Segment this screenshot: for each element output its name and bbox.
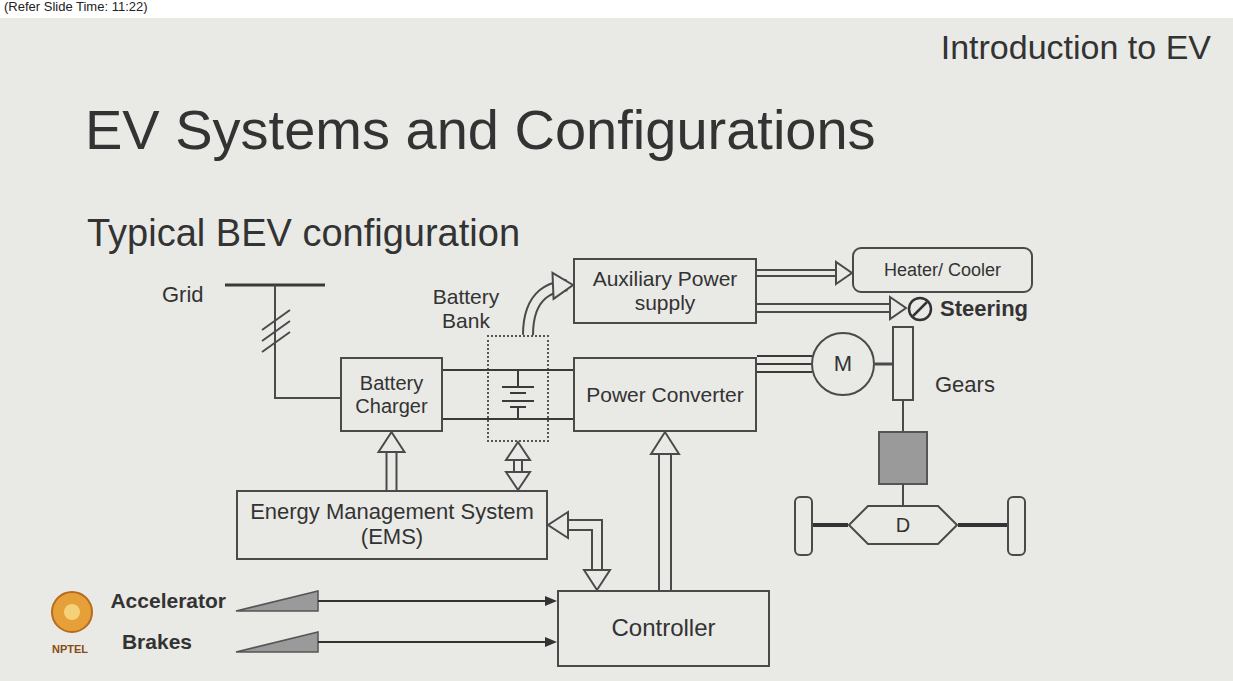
battery-wire — [517, 370, 519, 387]
steering-icon — [909, 298, 931, 320]
section-heading: Introduction to EV — [941, 28, 1211, 67]
steering-label: Steering — [940, 296, 1028, 321]
wire — [549, 418, 573, 420]
connector — [443, 370, 487, 419]
wire — [757, 363, 811, 365]
arrow-shaft-fill — [565, 525, 597, 573]
connector — [549, 370, 573, 419]
drive-shaft — [902, 484, 904, 505]
axle — [812, 523, 848, 527]
wire — [443, 369, 487, 371]
steering-arrow — [756, 305, 893, 311]
signal-arrow — [318, 600, 547, 602]
supply-box: Auxiliary Power supply — [573, 258, 757, 324]
grid-label: Grid — [162, 282, 204, 307]
node-text: D — [896, 514, 910, 536]
connector — [506, 442, 530, 490]
axle — [958, 523, 1008, 527]
arrow-head — [651, 432, 679, 454]
phase-slash — [262, 310, 290, 330]
node-text: Battery Charger — [345, 372, 438, 417]
phase-slash — [262, 332, 290, 352]
steering-arrow — [757, 303, 892, 313]
arrow-head — [545, 596, 557, 606]
converter-box: Power Converter — [573, 357, 757, 432]
differential-hexagon: D — [848, 505, 958, 545]
logo-text: NPTEL — [52, 643, 88, 656]
connector — [756, 262, 853, 284]
node-text: Energy Management System (EMS) — [241, 500, 543, 549]
arrow-head — [545, 637, 557, 647]
gear-box — [879, 432, 927, 484]
subtitle: Typical BEV configuration — [87, 212, 520, 256]
slide-time-note: (Refer Slide Time: 11:22) — [4, 0, 148, 15]
controller-box: Controller — [557, 590, 770, 667]
arrow-head — [552, 273, 573, 299]
ems-box: Energy Management System (EMS) — [236, 490, 548, 560]
pedal-wedge — [236, 591, 318, 611]
connector — [379, 432, 405, 492]
motor-circle: M — [811, 332, 875, 396]
connector — [548, 512, 610, 590]
wire — [443, 418, 487, 420]
caption-strip — [0, 0, 1233, 18]
battery-wire — [487, 418, 549, 420]
arrow-shaft-fill — [756, 271, 840, 275]
phase-slash — [262, 321, 290, 341]
wheel — [1008, 497, 1025, 555]
node-text: Controller — [611, 615, 715, 642]
wire — [549, 369, 573, 371]
logo — [52, 592, 92, 632]
arrow-shaft-outline — [565, 525, 597, 573]
node-text: Battery Bank — [426, 285, 506, 333]
battery-wire — [517, 407, 519, 419]
signal-arrow — [318, 641, 547, 643]
wire — [757, 355, 812, 357]
connector — [651, 432, 679, 592]
arrow-head — [506, 442, 530, 460]
battery-wire — [502, 400, 534, 402]
logo — [64, 604, 80, 620]
battery-bank: Battery Bank — [487, 335, 549, 442]
node-text: Power Converter — [586, 383, 744, 407]
load-box: Heater/ Cooler — [852, 247, 1033, 293]
connector — [757, 356, 812, 372]
connector — [528, 273, 573, 337]
node-text: M — [834, 352, 852, 377]
gears-label: Gears — [935, 372, 995, 397]
battery-wire — [510, 392, 526, 394]
gear — [893, 327, 913, 400]
motor-shaft — [875, 363, 893, 366]
hexagon-outline — [849, 506, 957, 544]
pedal-wedge — [236, 632, 318, 652]
steering-icon — [913, 302, 927, 316]
node-text: Auxiliary Power supply — [578, 267, 752, 314]
arrow-head — [836, 262, 852, 284]
arrow-shaft-fill — [388, 449, 396, 492]
charger-box: Battery Charger — [340, 357, 443, 432]
arrow-head — [548, 512, 568, 538]
arrow-head — [890, 297, 906, 319]
arrow-head — [379, 432, 405, 452]
battery-wire — [502, 386, 534, 388]
arrow-head — [584, 570, 610, 590]
arrow-shaft-fill — [660, 451, 670, 592]
wire — [757, 371, 812, 373]
grid-wire — [275, 285, 340, 398]
node-text: Heater/ Cooler — [884, 260, 1001, 280]
gear-shaft — [902, 400, 904, 432]
accelerator-label: Accelerator — [40, 589, 226, 613]
arrow-head — [506, 472, 530, 490]
battery-symbol — [487, 335, 549, 442]
wheel — [795, 497, 812, 555]
slide-title: EV Systems and Configurations — [85, 98, 876, 162]
